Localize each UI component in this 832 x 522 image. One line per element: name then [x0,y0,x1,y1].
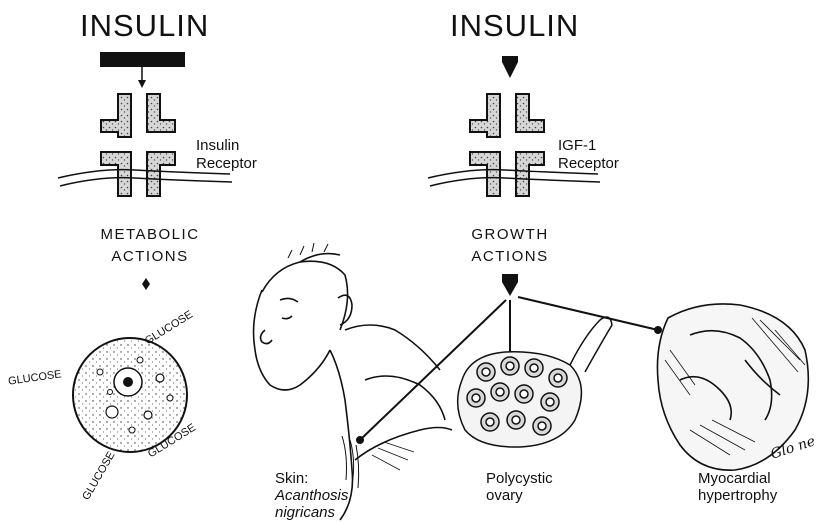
insulin-receptor [101,94,175,196]
growth-actions-line1: GROWTH [420,224,600,246]
ovary-caption-line2: ovary [486,487,523,504]
insulin-arrow-right [502,56,518,78]
left-insulin-title: INSULIN [80,8,209,44]
small-arrow-left [138,80,146,88]
igf1-receptor [470,94,544,196]
skin-caption-line1: Skin: [275,470,308,487]
insulin-block-bar [100,52,185,67]
insulin-receptor-label-line2: Receptor [196,155,257,173]
igf1-receptor-label-line1: IGF-1 [558,137,596,155]
heart-caption-line1: Myocardial [698,470,771,487]
metabolic-actions-line2: ACTIONS [60,246,240,268]
igf1-receptor-label-line2: Receptor [558,155,619,173]
growth-arrow [502,274,518,296]
small-arrow-metabolic [142,278,150,290]
heart-caption-line2: hypertrophy [698,487,777,504]
right-insulin-title: INSULIN [450,8,579,44]
skin-caption-line2: Acanthosis [275,487,348,504]
ovary-caption-line1: Polycystic [486,470,553,487]
polycystic-ovary-illustration [458,317,612,447]
metabolic-actions-line1: METABOLIC [60,224,240,246]
insulin-receptor-label-line1: Insulin [196,137,239,155]
skin-caption-line3: nigricans [275,504,335,521]
growth-actions-line2: ACTIONS [420,246,600,268]
